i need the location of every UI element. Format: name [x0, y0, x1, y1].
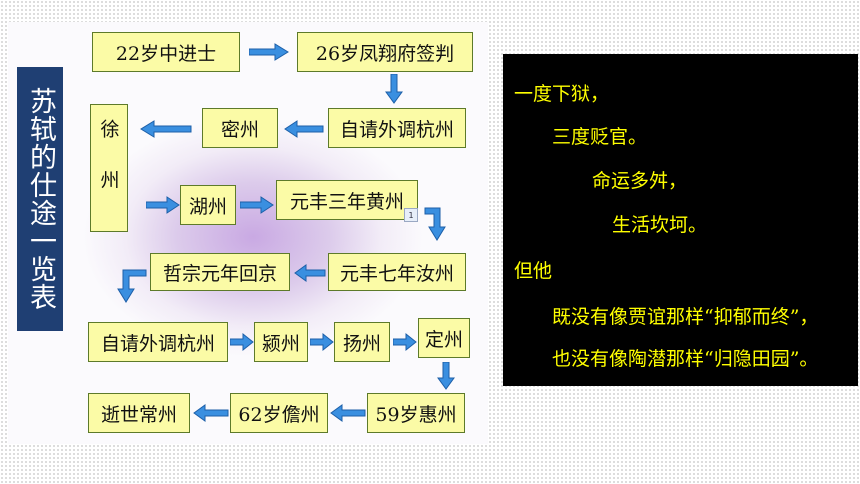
node-xuzhou-label: 徐州: [97, 119, 120, 221]
node-danzhou: 62岁儋州: [230, 393, 328, 433]
arrow-right-icon: [310, 332, 334, 352]
arrow-right-icon: [249, 42, 289, 62]
diagram-background: [8, 22, 488, 444]
node-xuzhou: 徐州: [90, 104, 128, 232]
text-panel: [503, 54, 858, 386]
node-huangzhou: 元丰三年黄州: [276, 180, 418, 220]
node-dingzhou: 定州: [418, 318, 470, 358]
text-line: 生活坎坷。: [612, 214, 708, 236]
arrow-left-icon: [330, 403, 366, 423]
arrow-left-icon: [193, 403, 229, 423]
arrow-down-icon: [436, 362, 456, 390]
text-line: 既没有像贾谊那样“抑郁而终”，: [552, 306, 819, 328]
diagram-title: 苏轼的仕途一览表: [17, 67, 63, 331]
arrow-left-icon: [140, 119, 192, 139]
arrow-right-icon: [230, 332, 254, 352]
node-huzhou: 湖州: [180, 185, 236, 225]
text-line: 三度贬官。: [552, 126, 648, 148]
node-huizhou: 59岁惠州: [367, 393, 465, 433]
node-yingzhou: 颍州: [254, 322, 308, 362]
text-line: 命运多舛，: [592, 170, 688, 192]
node-qing-hangzhou-1: 自请外调杭州: [328, 108, 466, 148]
text-line: 也没有像陶潜那样“归隐田园”。: [552, 348, 819, 370]
node-mizhou: 密州: [202, 108, 278, 148]
arrow-right-icon: [146, 195, 180, 215]
arrow-down-icon: [384, 74, 404, 104]
node-qing-hangzhou-2: 自请外调杭州: [88, 322, 228, 362]
arrow-left-icon: [294, 263, 326, 283]
arrow-elbow-down-icon: [115, 269, 147, 303]
text-line: 但他: [514, 260, 553, 282]
note-marker: 1: [404, 208, 418, 222]
arrow-elbow-down-icon: [424, 207, 448, 241]
node-huijing: 哲宗元年回京: [150, 253, 290, 291]
arrow-left-icon: [284, 119, 324, 139]
node-changzhou: 逝世常州: [88, 393, 190, 433]
node-ruzhou: 元丰七年汝州: [328, 253, 466, 291]
node-fengxiang: 26岁凤翔府签判: [297, 32, 473, 72]
node-yangzhou: 扬州: [334, 322, 390, 362]
arrow-right-icon: [393, 332, 417, 352]
arrow-right-icon: [240, 195, 274, 215]
text-line: 一度下狱，: [514, 83, 610, 105]
node-jinshi: 22岁中进士: [92, 32, 240, 72]
